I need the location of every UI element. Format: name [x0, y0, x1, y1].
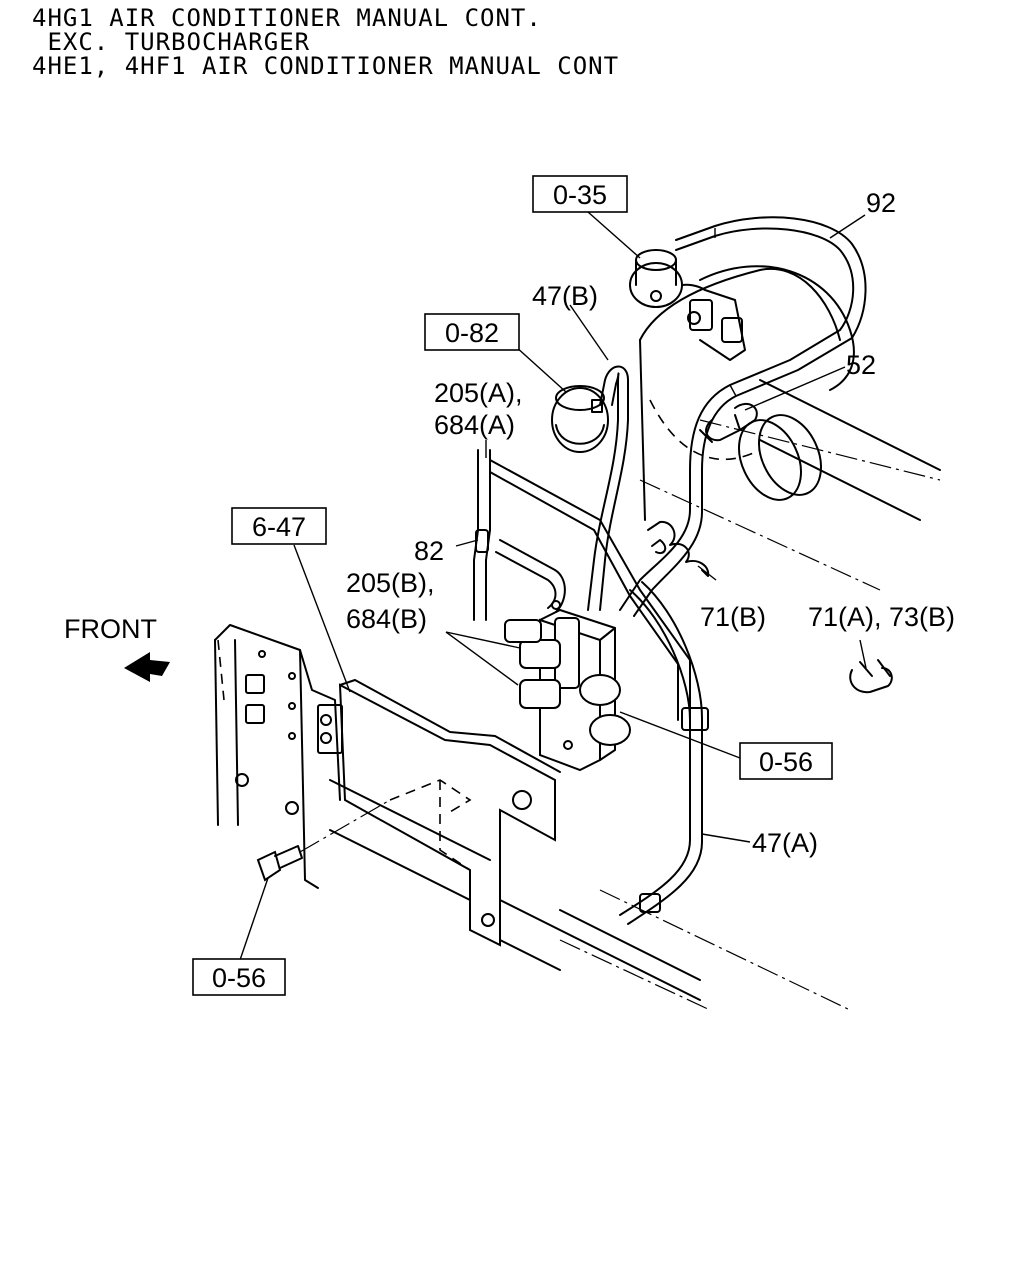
- callout-684b: 684(B): [346, 604, 427, 634]
- vacuum-hose-92: [619, 216, 867, 617]
- callout-92: 92: [866, 188, 896, 218]
- callout-47b: 47(B): [532, 281, 598, 311]
- callout-205b: 205(B),: [346, 568, 435, 598]
- vacuum-actuator-lower: [551, 385, 609, 453]
- bracket-6-47: [317, 679, 561, 947]
- clip-71b: [647, 520, 710, 577]
- front-label: FRONT: [64, 614, 157, 644]
- front-arrow-icon: [124, 652, 170, 682]
- vacuum-actuator-upper: [629, 249, 683, 308]
- hose-47b: [587, 365, 629, 611]
- callout-82: 82: [414, 536, 444, 566]
- side-frame: [214, 624, 341, 889]
- svg-text:0-82: 0-82: [445, 318, 499, 348]
- ref-box-0-56-bottom: 0-56: [192, 958, 286, 996]
- ref-box-0-82: 0-82: [424, 313, 520, 351]
- svg-text:0-35: 0-35: [553, 180, 607, 210]
- svg-text:6-47: 6-47: [252, 512, 306, 542]
- title-line-1: 4HG1 AIR CONDITIONER MANUAL CONT.: [32, 4, 542, 32]
- callout-52: 52: [846, 350, 876, 380]
- callout-684a: 684(A): [434, 410, 515, 440]
- callout-71a-73b: 71(A), 73(B): [808, 602, 955, 632]
- clip-71a-73b: [849, 659, 893, 694]
- leader-lines: [239, 211, 867, 961]
- hose-47a: [619, 581, 709, 925]
- svg-text:0-56: 0-56: [759, 747, 813, 777]
- title-line-3: 4HE1, 4HF1 AIR CONDITIONER MANUAL CONT: [32, 52, 619, 80]
- ref-box-0-35: 0-35: [532, 175, 628, 213]
- callout-71b: 71(B): [700, 602, 766, 632]
- title-line-2: EXC. TURBOCHARGER: [32, 28, 310, 56]
- intake-pipe: [639, 265, 941, 521]
- callout-205a: 205(A),: [434, 378, 523, 408]
- ref-box-0-56-right: 0-56: [739, 742, 833, 780]
- cross-member: [329, 779, 701, 1001]
- clamp-52: [699, 402, 758, 443]
- solenoid-valve-assembly: [504, 600, 631, 772]
- callout-47a: 47(A): [752, 828, 818, 858]
- svg-text:0-56: 0-56: [212, 963, 266, 993]
- bolt-0-56: [256, 799, 391, 882]
- ref-box-6-47: 6-47: [231, 507, 327, 545]
